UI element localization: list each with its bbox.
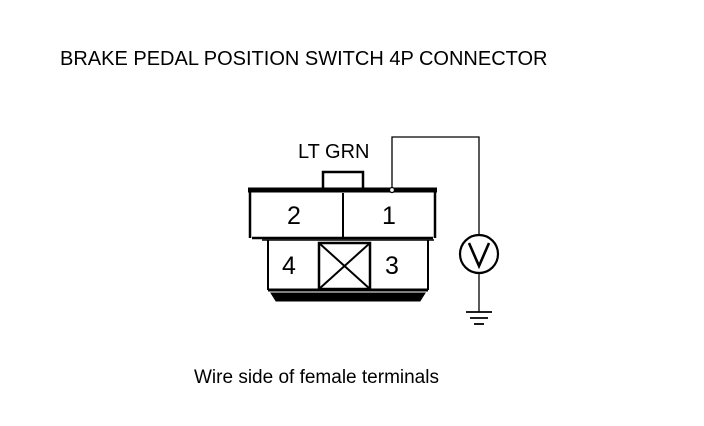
locking-tab (321, 170, 365, 188)
terminal-1: 1 (382, 202, 396, 230)
terminal-3: 3 (385, 252, 399, 280)
probe-point (388, 186, 396, 194)
connector-body (248, 170, 437, 302)
wire-color-label: LT GRN (298, 141, 370, 163)
diagram-title: BRAKE PEDAL POSITION SWITCH 4P CONNECTOR (60, 48, 548, 70)
terminal-4: 4 (282, 252, 296, 280)
blank-cavity (317, 241, 372, 291)
probe-wire (388, 136, 480, 235)
ground-icon (466, 273, 492, 325)
voltmeter-icon (458, 233, 500, 275)
lower-housing (267, 240, 429, 290)
terminal-2: 2 (287, 202, 301, 230)
diagram-caption: Wire side of female terminals (194, 367, 439, 388)
